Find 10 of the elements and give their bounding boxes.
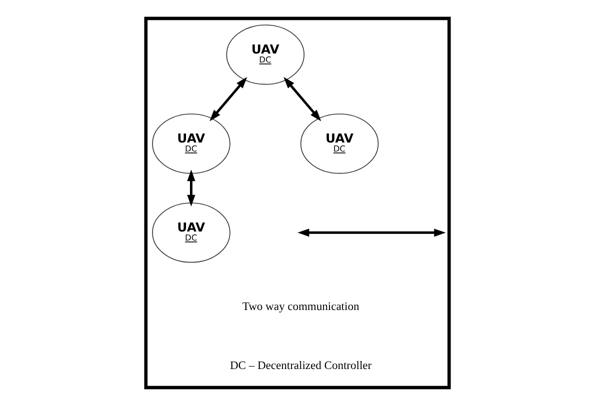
node-ellipse: UAV DC <box>300 114 379 174</box>
arrow <box>187 170 196 206</box>
node-ellipse: UAV DC <box>152 202 230 263</box>
legend-label: Two way communication <box>242 300 360 313</box>
arrow <box>284 77 322 122</box>
cluster <box>144 16 451 390</box>
arrow <box>210 77 248 122</box>
node-ellipse: UAV DC <box>152 114 230 174</box>
node-ellipse: UAV DC <box>226 24 304 85</box>
label: DC – Decentralized Controller <box>230 360 372 372</box>
